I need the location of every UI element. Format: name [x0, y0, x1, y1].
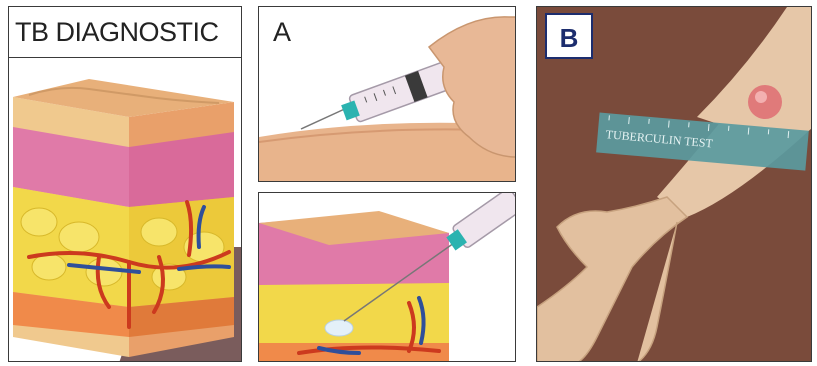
panel-a-label: A	[273, 17, 291, 48]
panel-a-detail	[258, 192, 516, 362]
panel-header: TB DIAGNOSTIC	[9, 7, 241, 58]
skin-cross-section-illustration	[9, 7, 242, 362]
panel-a: A	[258, 6, 516, 182]
panel-b-badge: B	[545, 13, 593, 59]
tuberculin-reading-illustration: TUBERCULIN TEST	[537, 7, 812, 362]
panel-b: TUBERCULIN TEST B	[536, 6, 812, 362]
panel-title: TB DIAGNOSTIC	[15, 17, 219, 48]
panel-b-label: B	[547, 23, 591, 54]
syringe-injection-illustration	[259, 7, 516, 182]
intradermal-injection-illustration	[259, 193, 516, 362]
tb-diagnostic-panel: TB DIAGNOSTIC	[8, 6, 242, 362]
